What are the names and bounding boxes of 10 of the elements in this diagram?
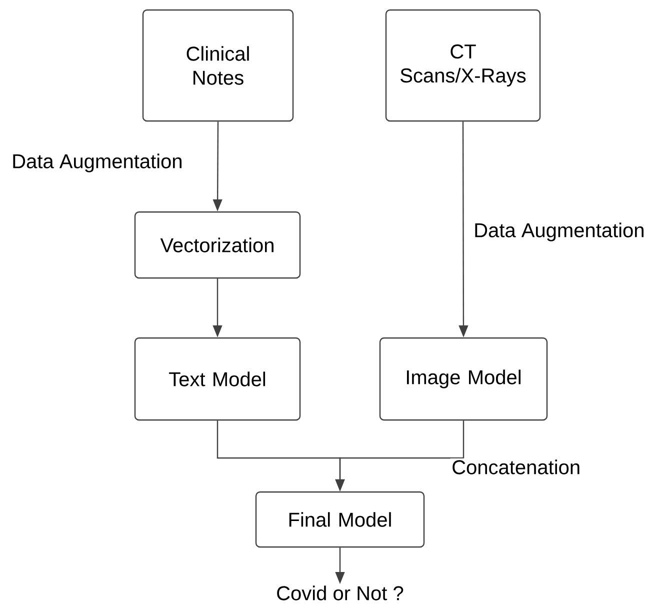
process-box: Clinical Notes — [142, 9, 294, 122]
process-box: Image Model — [379, 337, 548, 421]
edge-label: Data Augmentation — [10, 152, 184, 174]
output-text: Covid or Not ? — [277, 586, 404, 600]
process-box: Vectorization — [134, 211, 301, 279]
edge-label: Data Augmentation — [472, 221, 646, 243]
edge-label: Concatenation — [450, 458, 582, 476]
process-box: Text Model — [134, 337, 301, 421]
process-box: CT Scans/X-Rays — [385, 9, 541, 122]
process-box: Final Model — [255, 491, 425, 548]
